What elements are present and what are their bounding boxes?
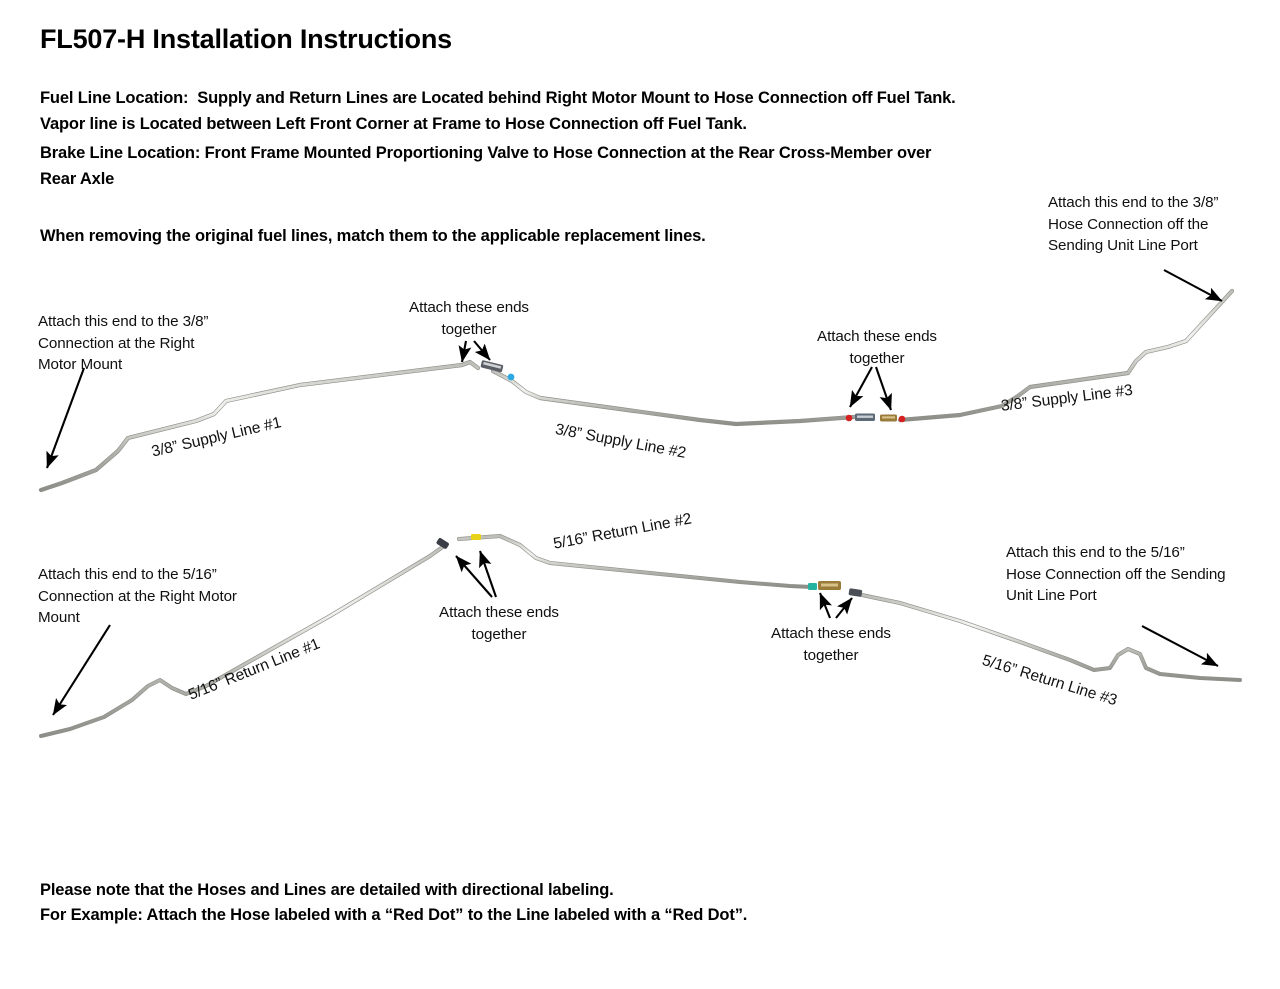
label-supply-line-2: 3/8” Supply Line #2 [553,421,688,462]
arrow-supply-joint2-a [849,366,873,408]
supply-line-2-tube [490,368,857,427]
label-supply-line-3: 3/8” Supply Line #3 [1000,381,1134,415]
callout-return-joint-2: Attach these ends together [771,625,891,664]
arrow-return-joint2-b [835,597,853,619]
arrow-supply-joint1-a [458,340,472,363]
arrow-supply-joint1-b [473,340,491,361]
intro-line-2: Vapor line is Located between Left Front… [40,115,747,133]
match-note: When removing the original fuel lines, m… [40,227,706,245]
arrow-supply-joint2-b [875,366,892,411]
footer-line-1: Please note that the Hoses and Lines are… [40,881,614,899]
label-supply-line-1: 3/8” Supply Line #1 [150,414,283,461]
arrow-return-joint1-b [479,550,497,598]
label-return-line-3: 5/16” Return Line #3 [980,652,1120,710]
label-return-line-1: 5/16” Return Line #1 [186,635,323,704]
callout-supply-joint-1: Attach these ends together [409,299,529,338]
callout-supply-right-end: Attach this end to the 3/8” Hose Connect… [1048,194,1219,254]
callout-return-left-end: Attach this end to the 5/16” Connection … [38,566,237,626]
arrow-return-left-end [52,624,111,716]
intro-line-3: Brake Line Location: Front Frame Mounted… [40,144,932,162]
arrow-return-joint2-a [819,592,832,619]
arrow-supply-right-end [1163,269,1223,302]
arrow-return-joint1-a [455,555,493,598]
label-return-line-2: 5/16” Return Line #2 [552,510,693,553]
callout-supply-left-end: Attach this end to the 3/8” Connection a… [38,313,209,373]
callout-return-joint-1: Attach these ends together [439,604,559,643]
callout-supply-joint-2: Attach these ends together [817,328,937,367]
arrow-return-right-end [1141,625,1219,667]
supply-joint-1-fitting [480,360,515,381]
return-joint-2-fitting [808,581,863,597]
callout-return-right-end: Attach this end to the 5/16” Hose Connec… [1006,544,1226,604]
arrow-supply-left-end [46,367,85,469]
return-line-3-tube [860,593,1242,682]
intro-line-1: Fuel Line Location: Supply and Return Li… [40,89,956,107]
intro-line-4: Rear Axle [40,170,115,188]
footer-line-2: For Example: Attach the Hose labeled wit… [40,906,748,924]
page-title: FL507-H Installation Instructions [40,24,452,54]
return-line-2-tube [457,534,814,589]
supply-joint-2-fitting [845,413,906,423]
